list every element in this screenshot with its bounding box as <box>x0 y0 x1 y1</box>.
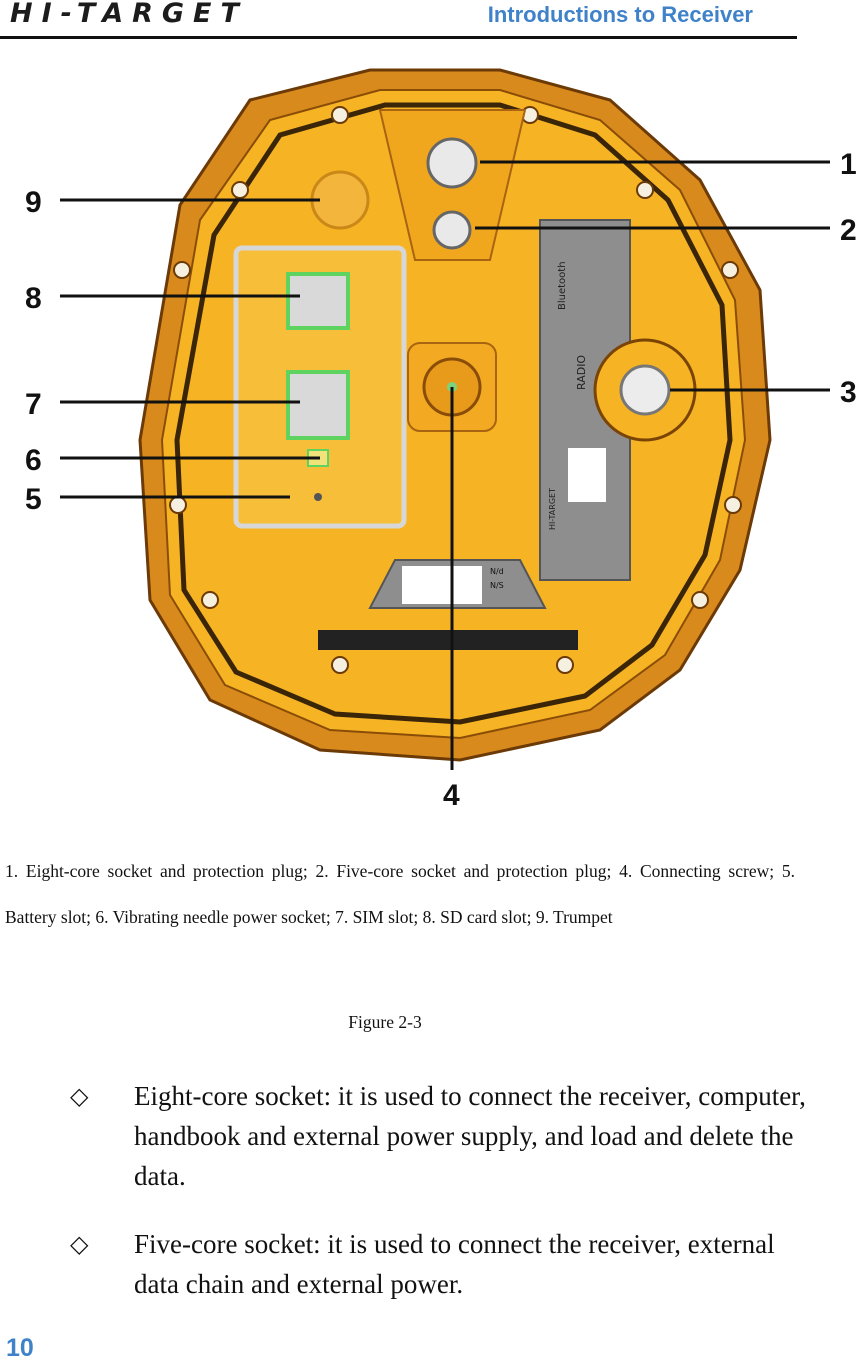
eight-core-socket <box>426 137 478 189</box>
sd-slot <box>286 272 350 330</box>
bottom-slot <box>318 630 578 650</box>
page-number: 10 <box>6 1334 34 1362</box>
callout-4: 4 <box>443 779 460 812</box>
threaded-knob <box>619 364 671 416</box>
callout-9: 9 <box>25 186 42 219</box>
brand-logo: HI-TARGET <box>10 0 248 29</box>
sim-slot <box>286 370 350 440</box>
inner-ring <box>174 102 733 725</box>
diamond-icon: ◇ <box>70 1230 89 1258</box>
bullet-text: Eight-core socket: it is used to connect… <box>134 1081 806 1191</box>
callout-2: 2 <box>840 214 857 247</box>
battery-dot <box>314 493 322 501</box>
callout-6: 6 <box>25 444 42 477</box>
section-title: Introductions to Receiver <box>487 2 753 27</box>
trumpet <box>310 170 370 230</box>
figure-label: Figure 2-3 <box>348 1012 422 1032</box>
bluetooth-label: Bluetooth <box>557 261 568 310</box>
ns-label: N/S <box>490 581 504 590</box>
receiver-illustration: RADIO Bluetooth HI-TARGET N/d N/S 1 2 3 <box>25 68 857 812</box>
callout-5: 5 <box>25 483 42 516</box>
callout-1: 1 <box>840 148 857 181</box>
receiver-bottom-figure: RADIO Bluetooth HI-TARGET N/d N/S 1 2 3 <box>0 60 859 820</box>
callout-lines <box>60 160 830 770</box>
figure-caption: 1. Eight-core socket and protection plug… <box>5 861 795 927</box>
diamond-icon: ◇ <box>70 1082 89 1110</box>
logo-text: HI-TARGET <box>10 0 248 29</box>
bullet-text: Five-core socket: it is used to connect … <box>134 1229 775 1299</box>
callout-8: 8 <box>25 282 42 315</box>
nd-label: N/d <box>490 567 504 576</box>
five-core-socket <box>432 210 472 250</box>
brand-label: HI-TARGET <box>548 488 557 530</box>
label-plate <box>539 219 631 581</box>
callout-7: 7 <box>25 388 42 421</box>
page-header: HI-TARGET Introductions to Receiver <box>0 0 797 39</box>
radio-label: RADIO <box>575 355 588 390</box>
callout-3: 3 <box>840 376 857 409</box>
